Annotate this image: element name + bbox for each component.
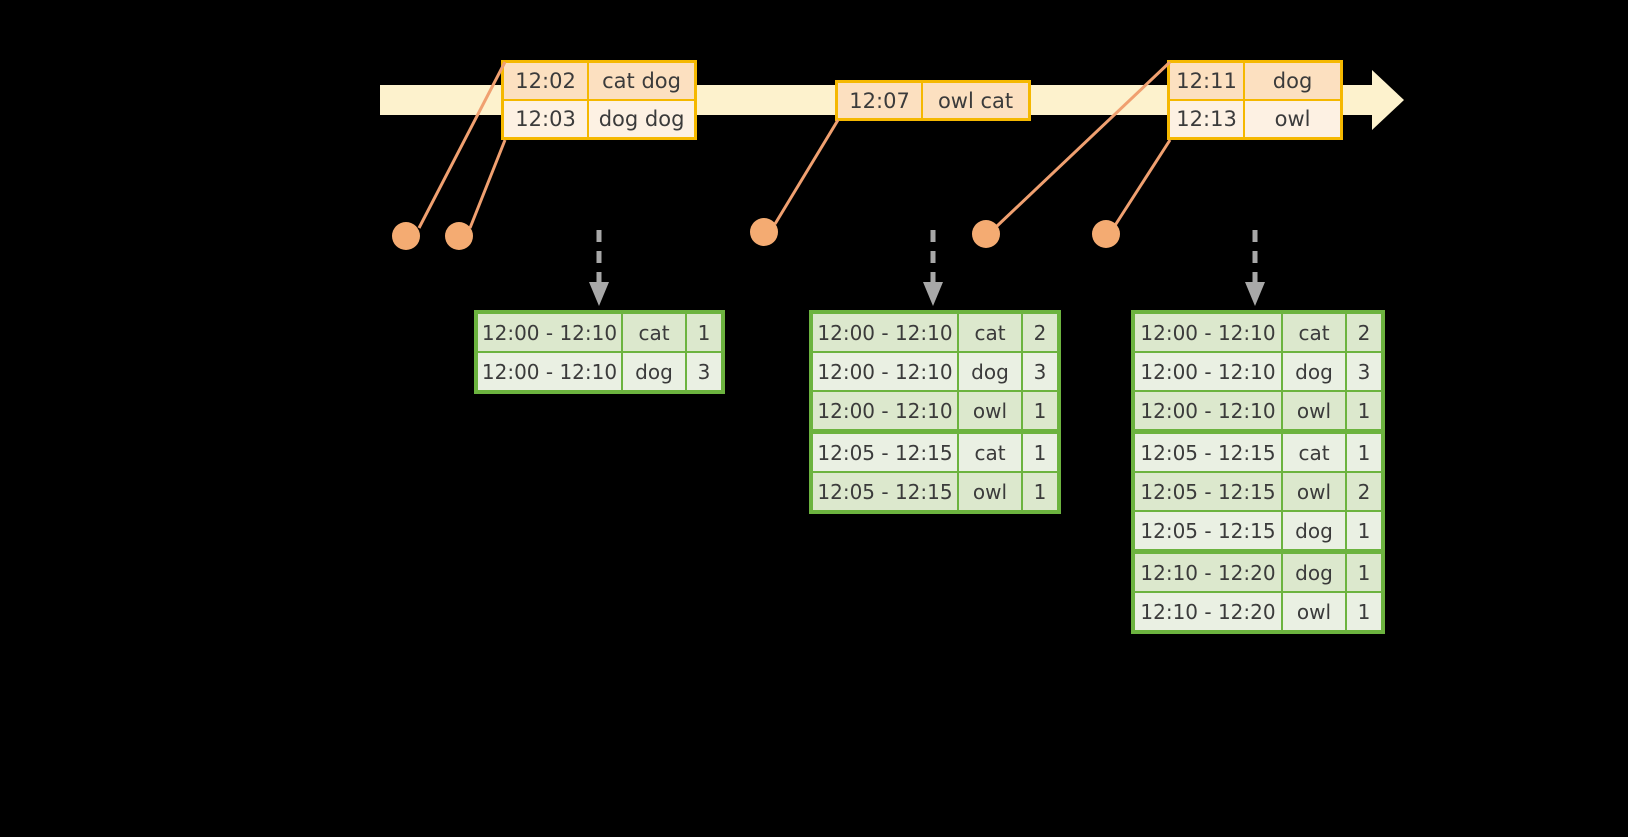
connector-line-2 — [468, 139, 507, 229]
cell-key: cat — [959, 314, 1023, 351]
cell-count: 1 — [1347, 593, 1381, 630]
cell-count: 2 — [1347, 314, 1381, 351]
cell-window: 12:00 - 12:10 — [1135, 353, 1283, 390]
cell-count: 1 — [1347, 434, 1381, 471]
cell-count: 1 — [1347, 554, 1381, 591]
event-time: 12:11 — [1170, 63, 1246, 99]
cell-count: 1 — [1347, 392, 1381, 429]
dashed-arrow-1 — [589, 230, 609, 306]
cell-window: 12:10 - 12:20 — [1135, 554, 1283, 591]
cell-key: owl — [959, 473, 1023, 510]
cell-key: cat — [1283, 434, 1347, 471]
cell-window: 12:00 - 12:10 — [813, 353, 959, 390]
event-box-3: 12:11 dog 12:13 owl — [1167, 60, 1343, 140]
cell-window: 12:05 - 12:15 — [813, 473, 959, 510]
cell-window: 12:05 - 12:15 — [1135, 473, 1283, 510]
event-row: 12:11 dog — [1170, 63, 1340, 99]
cell-window: 12:00 - 12:10 — [1135, 314, 1283, 351]
event-row: 12:13 owl — [1170, 99, 1340, 137]
event-row: 12:03 dog dog — [504, 99, 694, 137]
event-row: 12:07 owl cat — [838, 83, 1028, 118]
event-value: dog dog — [589, 101, 694, 137]
cell-count: 3 — [1347, 353, 1381, 390]
event-value: owl cat — [923, 83, 1028, 118]
cell-window: 12:00 - 12:10 — [1135, 392, 1283, 429]
event-value: dog — [1245, 63, 1340, 99]
event-row: 12:02 cat dog — [504, 63, 694, 99]
event-dot-1 — [392, 222, 420, 250]
event-dot-4 — [972, 220, 1000, 248]
cell-window: 12:05 - 12:15 — [1135, 434, 1283, 471]
cell-count: 1 — [1023, 392, 1057, 429]
event-value: owl — [1245, 101, 1340, 137]
dashed-arrow-2 — [923, 230, 943, 306]
cell-key: owl — [1283, 392, 1347, 429]
event-time: 12:13 — [1170, 101, 1246, 137]
cell-key: owl — [959, 392, 1023, 429]
cell-key: cat — [623, 314, 687, 351]
cell-window: 12:05 - 12:15 — [1135, 512, 1283, 549]
event-time: 12:02 — [504, 63, 590, 99]
cell-key: dog — [1283, 512, 1347, 549]
event-dot-3 — [750, 218, 778, 246]
cell-count: 2 — [1023, 314, 1057, 351]
event-value: cat dog — [589, 63, 694, 99]
cell-window: 12:10 - 12:20 — [1135, 593, 1283, 630]
cell-key: dog — [959, 353, 1023, 390]
cell-count: 1 — [687, 314, 721, 351]
connector-line-5 — [1112, 139, 1172, 228]
cell-count: 1 — [1023, 434, 1057, 471]
cell-count: 2 — [1347, 473, 1381, 510]
cell-key: owl — [1283, 473, 1347, 510]
cell-window: 12:05 - 12:15 — [813, 434, 959, 471]
timeline-arrow-head-icon — [1372, 70, 1404, 130]
cell-window: 12:00 - 12:10 — [478, 353, 623, 390]
cell-key: cat — [959, 434, 1023, 471]
cell-count: 3 — [1023, 353, 1057, 390]
cell-key: owl — [1283, 593, 1347, 630]
connector-line-3 — [773, 119, 840, 225]
event-box-2: 12:07 owl cat — [835, 80, 1031, 121]
cell-count: 3 — [687, 353, 721, 390]
cell-key: dog — [623, 353, 687, 390]
cell-window: 12:00 - 12:10 — [813, 314, 959, 351]
cell-count: 1 — [1347, 512, 1381, 549]
cell-key: dog — [1283, 554, 1347, 591]
event-box-1: 12:02 cat dog 12:03 dog dog — [501, 60, 697, 140]
dashed-arrow-3 — [1245, 230, 1265, 306]
cell-key: dog — [1283, 353, 1347, 390]
event-time: 12:03 — [504, 101, 590, 137]
cell-count: 1 — [1023, 473, 1057, 510]
cell-window: 12:00 - 12:10 — [813, 392, 959, 429]
event-time: 12:07 — [838, 83, 924, 118]
cell-window: 12:00 - 12:10 — [478, 314, 623, 351]
event-dot-5 — [1092, 220, 1120, 248]
cell-key: cat — [1283, 314, 1347, 351]
event-dot-2 — [445, 222, 473, 250]
